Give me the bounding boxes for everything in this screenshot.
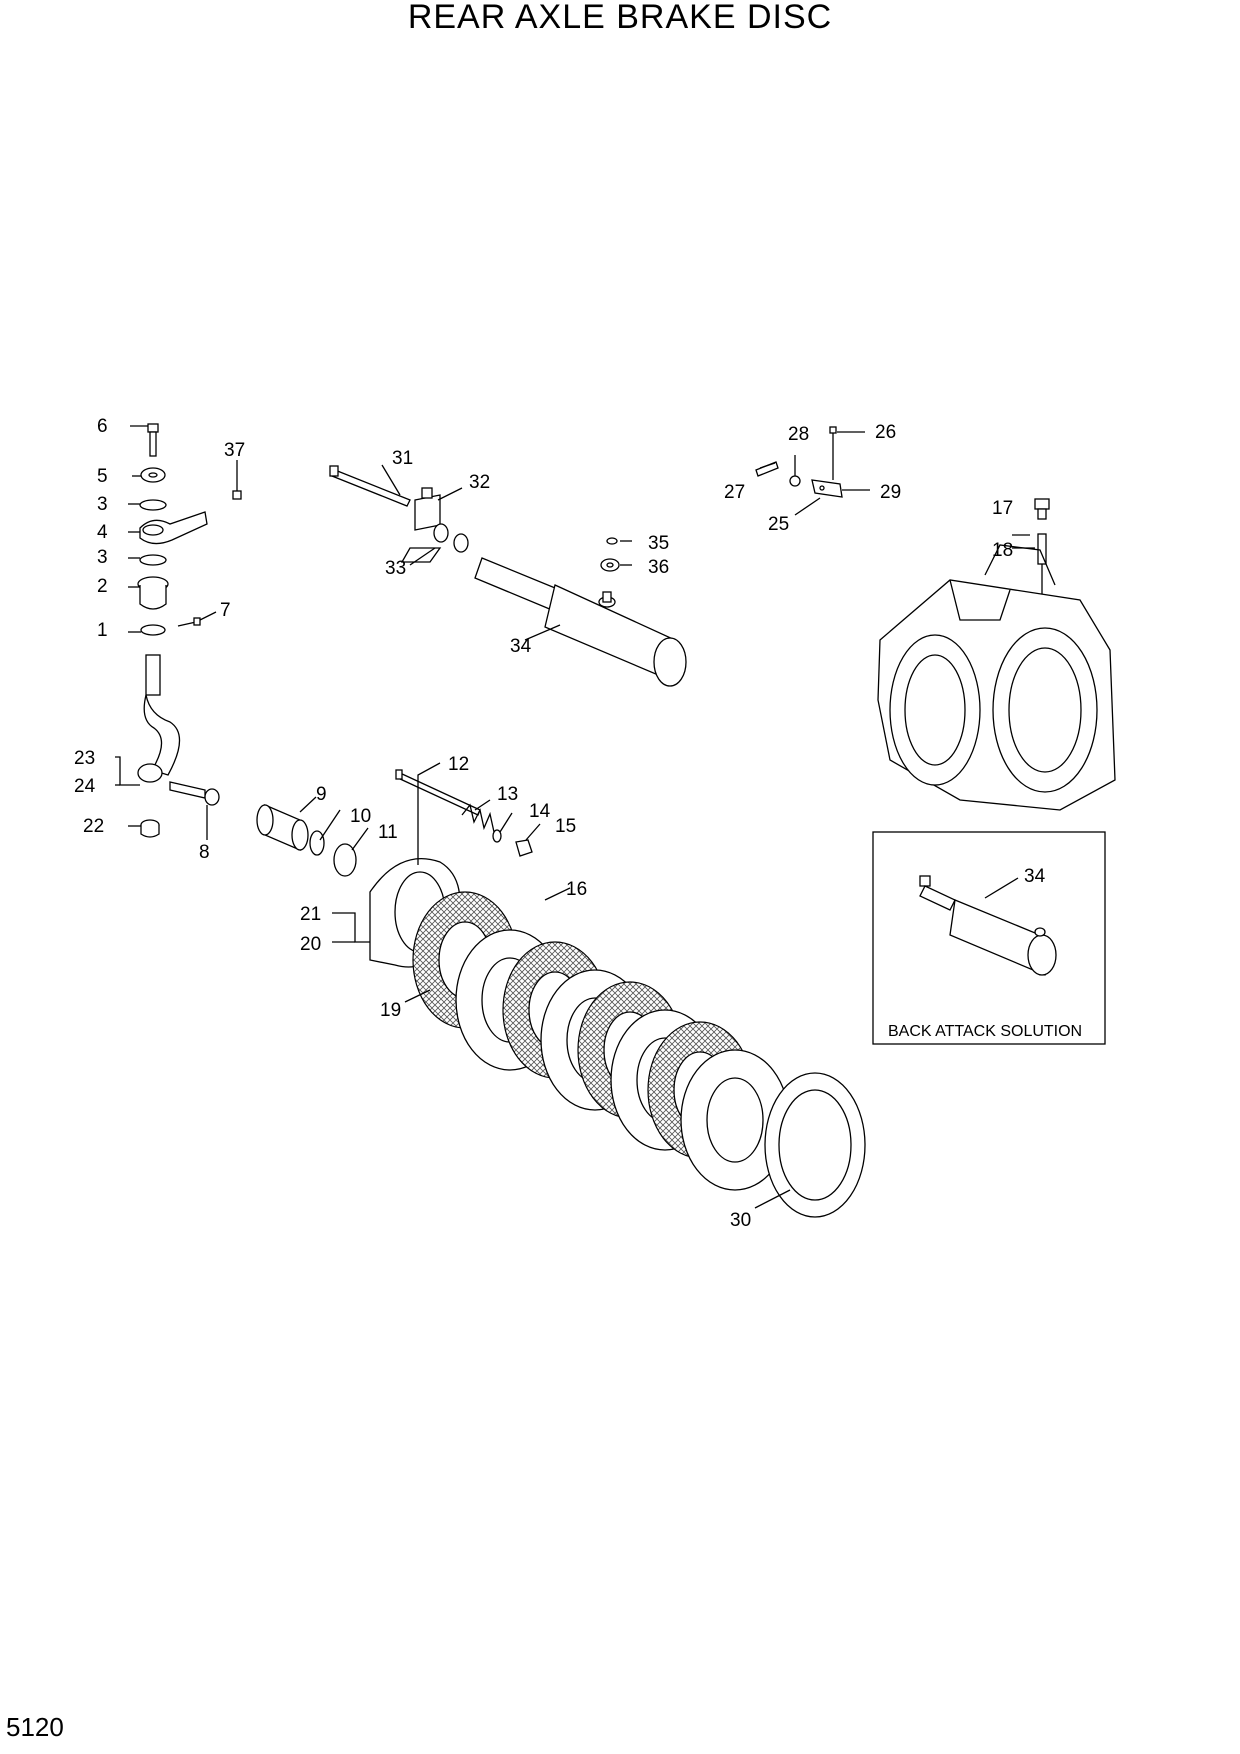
callout-22: 22	[83, 816, 104, 837]
callout-24: 24	[74, 776, 96, 797]
callout-12: 12	[448, 754, 469, 775]
cylinder-assembly	[329, 464, 687, 687]
back-attack-inset: 34 BACK ATTACK SOLUTION	[872, 831, 1106, 1045]
callout-14: 14	[529, 801, 551, 822]
callout-26: 26	[875, 422, 896, 443]
callout-18: 18	[992, 540, 1013, 561]
callout-1: 1	[97, 620, 108, 641]
callout-2: 2	[97, 576, 108, 597]
callout-7: 7	[220, 600, 231, 621]
callout-6: 6	[97, 416, 108, 437]
callout-10: 10	[350, 806, 371, 827]
axle-housing	[877, 498, 1116, 811]
callout-36: 36	[648, 557, 669, 578]
callout-11: 11	[378, 822, 398, 843]
callout-34: 34	[510, 636, 532, 657]
callout-9: 9	[316, 784, 327, 805]
callout-15: 15	[555, 816, 576, 837]
bracket-small-parts	[755, 426, 870, 516]
lever-assembly	[115, 423, 242, 840]
callout-3b: 3	[97, 547, 108, 568]
page-number: 5120	[6, 1712, 64, 1742]
callout-4: 4	[97, 522, 108, 543]
callout-17: 17	[992, 498, 1013, 519]
callout-8: 8	[199, 842, 210, 863]
callout-32: 32	[469, 472, 490, 493]
callout-19: 19	[380, 1000, 401, 1021]
callout-31: 31	[392, 448, 413, 469]
callout-3: 3	[97, 494, 108, 515]
inset-caption: BACK ATTACK SOLUTION	[888, 1023, 1082, 1040]
callout-35: 35	[648, 533, 669, 554]
callout-28: 28	[788, 424, 809, 445]
callout-21: 21	[300, 904, 321, 925]
inset-callout-34: 34	[1024, 866, 1046, 887]
callout-27: 27	[724, 482, 745, 503]
callout-16: 16	[566, 879, 587, 900]
callout-30: 30	[730, 1210, 751, 1231]
callout-23: 23	[74, 748, 95, 769]
callout-37: 37	[224, 440, 245, 461]
callout-20: 20	[300, 934, 321, 955]
callout-labels: 1 2 3 3 4 5 6 7 8 9 10 11 12 13 14 15 16…	[74, 416, 1013, 1231]
callout-33: 33	[385, 558, 406, 579]
callout-5: 5	[97, 466, 108, 487]
callout-29: 29	[880, 482, 901, 503]
callout-25: 25	[768, 514, 789, 535]
callout-13: 13	[497, 784, 518, 805]
brake-pack	[256, 762, 866, 1218]
page-title: REAR AXLE BRAKE DISC	[407, 0, 833, 36]
